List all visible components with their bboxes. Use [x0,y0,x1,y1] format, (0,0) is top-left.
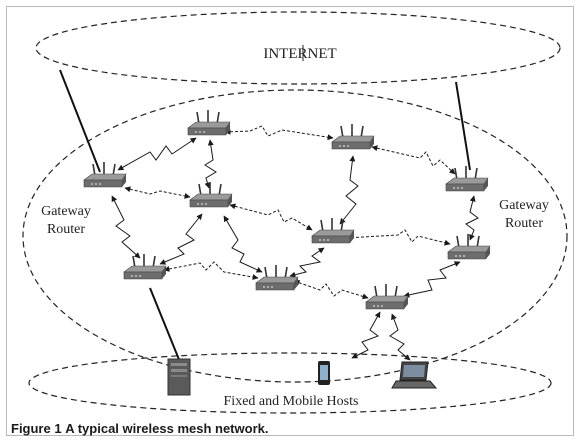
wireless-links [111,125,479,361]
router-icon [123,253,167,280]
caption-text: A typical wireless mesh network. [65,421,269,436]
gateway-left-label-2: Router [47,222,85,237]
figure-caption: Figure 1 A typical wireless mesh network… [11,421,571,436]
router-icon [311,217,355,244]
router-icon [189,181,233,208]
gateway-left-label-1: Gateway [41,204,91,219]
hosts-region [28,352,552,414]
router-icon [187,109,231,136]
gateway-right-label-2: Router [505,216,543,231]
internet-cloud [35,11,561,85]
gateway-left-uplink [59,69,101,173]
router-icon [255,264,299,291]
hosts-label: Fixed and Mobile Hosts [224,394,359,409]
laptop-icon [391,361,438,389]
gateway-right-uplink [455,81,471,171]
server-tower-icon [167,358,191,396]
gateway-router-right-icon [445,165,489,192]
mobile-phone-icon [318,361,330,385]
router-icon [447,233,491,260]
internet-label: INTERNET [263,46,336,62]
gateway-router-left-icon [83,161,127,188]
router-icon [365,283,409,310]
server-wired-link [149,287,181,363]
mesh-region [22,89,568,383]
figure-number: Figure 1 [11,421,62,436]
gateway-right-label-1: Gateway [499,198,549,213]
router-icon [331,123,375,150]
